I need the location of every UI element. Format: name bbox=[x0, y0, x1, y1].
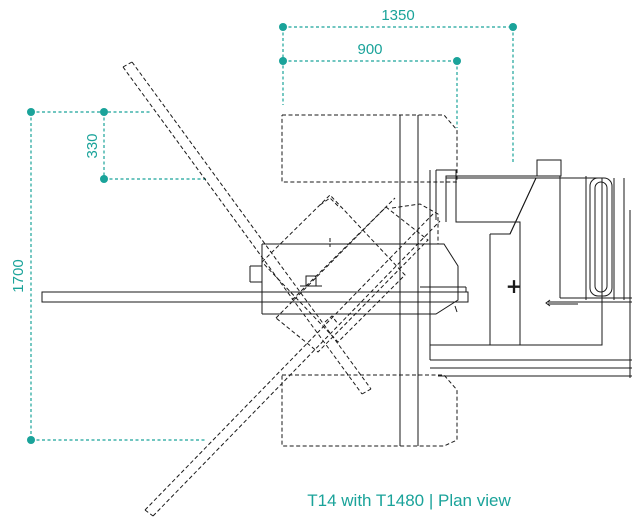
swing-arm-diagonals bbox=[122, 61, 441, 517]
dimension-900: 900 bbox=[279, 41, 461, 128]
caption: T14 with T1480 | Plan view bbox=[307, 491, 511, 510]
dimension-label-330: 330 bbox=[84, 133, 101, 158]
dimension-label-1350: 1350 bbox=[381, 7, 414, 24]
dimension-label-900: 900 bbox=[357, 41, 382, 58]
dimension-1700: 1700 bbox=[10, 108, 205, 444]
dimension-lines: 1350 900 330 1700 bbox=[10, 7, 517, 444]
center-mark: + bbox=[506, 274, 523, 298]
dimension-1350: 1350 bbox=[279, 7, 517, 162]
dimension-330: 330 bbox=[84, 108, 208, 183]
column-base bbox=[429, 159, 632, 378]
main-table-assembly bbox=[41, 115, 469, 446]
dashed-guides bbox=[319, 197, 439, 325]
table-outline-bottom bbox=[281, 374, 458, 447]
dimension-label-1700: 1700 bbox=[10, 259, 27, 292]
table-outline-top bbox=[281, 114, 458, 183]
